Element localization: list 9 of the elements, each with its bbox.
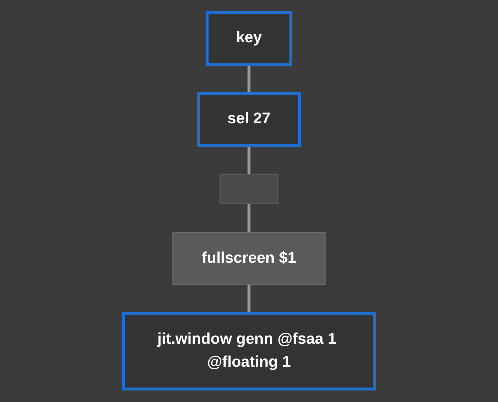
node-box: key xyxy=(206,11,292,66)
node-box: jit.window genn @fsaa 1 @floating 1 xyxy=(122,312,376,391)
node-box: fullscreen $1 xyxy=(172,232,326,286)
node-box xyxy=(220,174,278,204)
node-box: sel 27 xyxy=(197,92,301,148)
connector xyxy=(248,146,250,175)
connector xyxy=(248,204,250,233)
connector xyxy=(248,285,250,314)
connector xyxy=(248,64,250,94)
